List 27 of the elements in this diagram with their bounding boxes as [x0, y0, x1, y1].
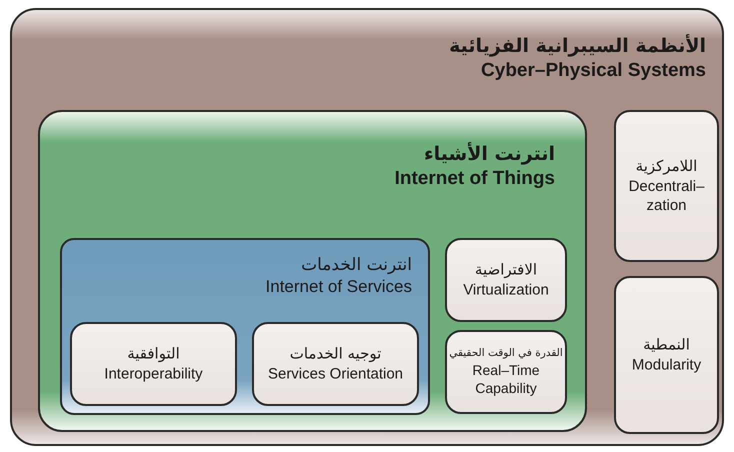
concept-box: [445, 330, 567, 414]
arabic-label: انترنت الخدمات: [300, 254, 412, 276]
arabic-label: توجيه الخدمات: [288, 344, 382, 364]
english-label: Modularity: [630, 355, 702, 374]
arabic-label: التوافقية: [126, 344, 181, 364]
arabic-label: انترنت الأشياء: [422, 142, 555, 167]
english-label: Interoperability: [103, 364, 204, 384]
english-label: Real–Time Capability: [471, 360, 541, 397]
concept-box: [252, 322, 419, 406]
english-label: Virtualization: [462, 280, 550, 300]
arabic-label: اللامركزية: [634, 156, 698, 176]
outer-panel: [10, 8, 724, 446]
english-label: Decentrali– zation: [628, 176, 706, 216]
english-label: Cyber–Physical Systems: [480, 58, 706, 83]
english-label: Internet of Services: [266, 276, 412, 298]
arabic-label: الافتراضية: [474, 260, 538, 280]
concept-box: [445, 238, 567, 322]
english-label: Services Orientation: [266, 364, 404, 384]
group-panel: [38, 110, 587, 432]
concept-box: [614, 110, 719, 262]
concept-box: [614, 276, 719, 434]
arabic-label: النمطية: [642, 336, 691, 355]
group-panel: [60, 238, 430, 415]
arabic-label: القدرة في الوقت الحقيقي: [448, 347, 564, 361]
arabic-label: الأنظمة السيبرانية الفزيائية: [449, 34, 706, 59]
english-label: Internet of Things: [394, 166, 555, 191]
concept-box: [70, 322, 237, 406]
